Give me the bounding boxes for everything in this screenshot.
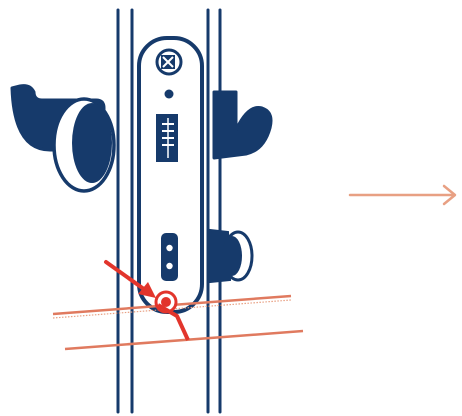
arrow-right-icon: [348, 184, 457, 206]
spindle-dot-icon: [164, 89, 174, 99]
right-lever-handle-icon: [212, 90, 273, 160]
thumb-turn-icon: [209, 228, 254, 284]
left-lever-handle-icon: [10, 84, 116, 193]
red-cut-mark-icon: [154, 290, 190, 341]
latch-bolt-icon: [156, 114, 178, 162]
red-pointer-arrow-icon: [104, 260, 156, 298]
deadbolt-icon: [161, 233, 178, 281]
faceplate-screw-icon: [155, 48, 183, 76]
